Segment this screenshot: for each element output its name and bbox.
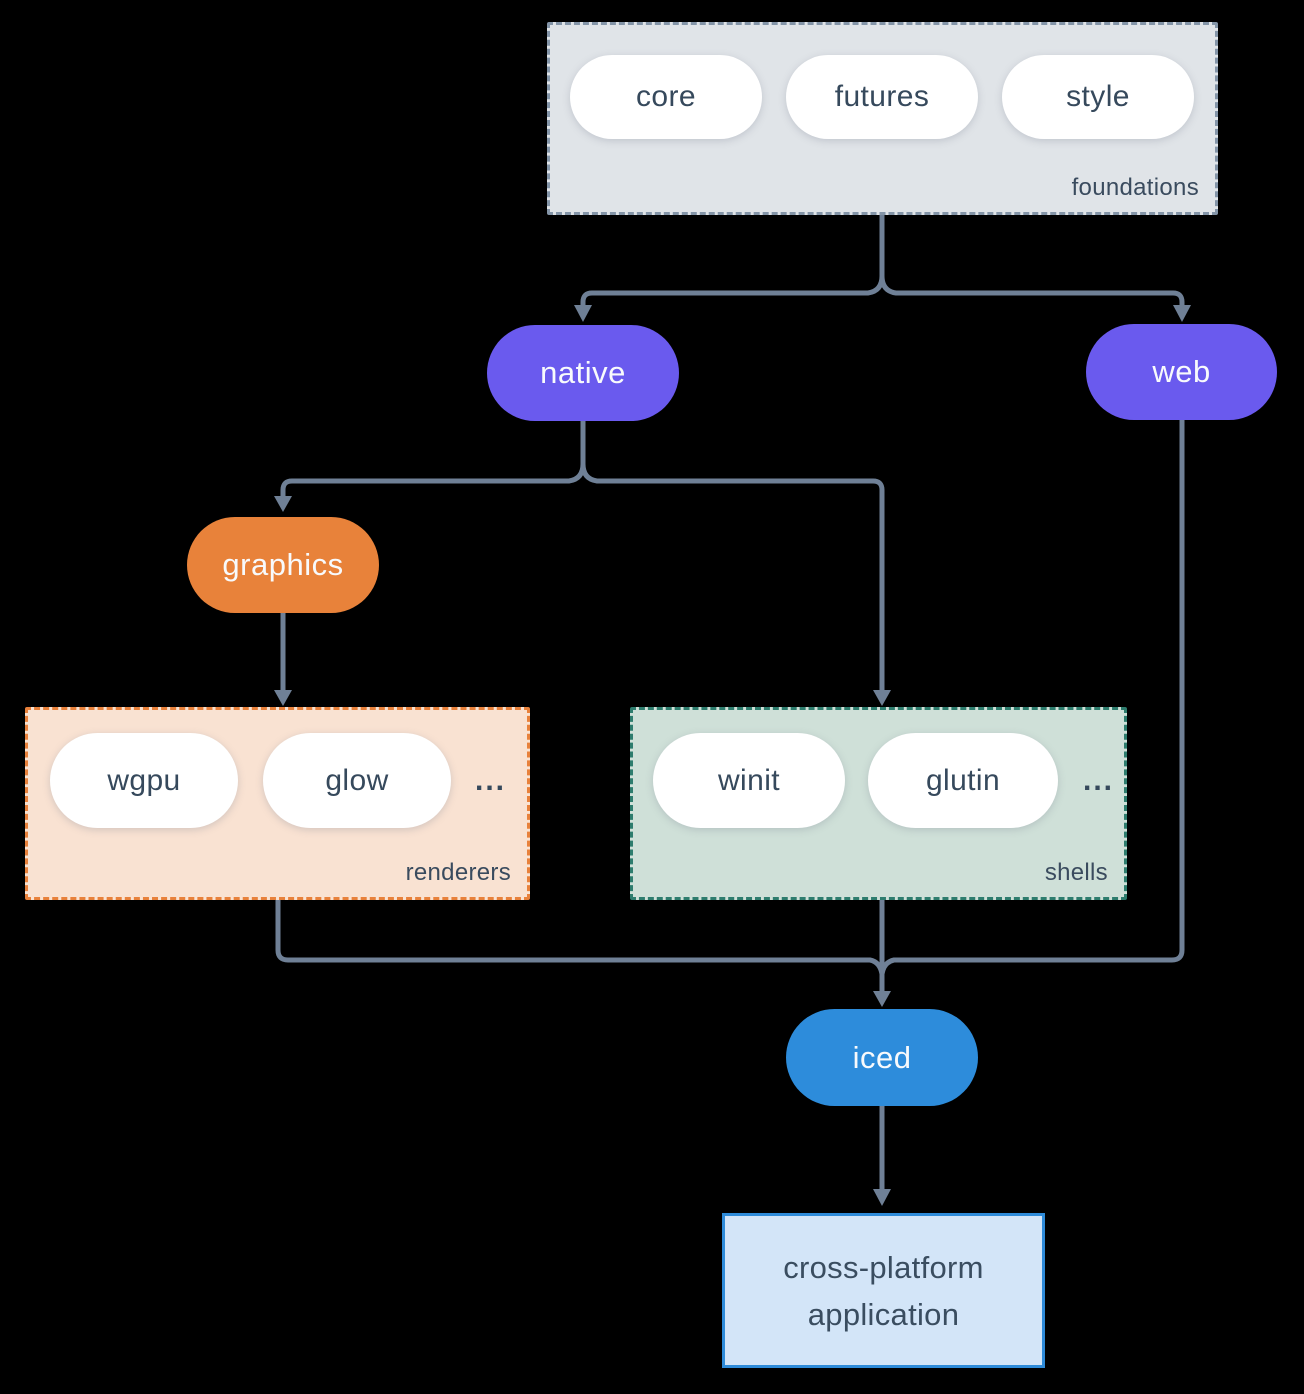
- group-foundations: core futures style foundations: [547, 22, 1218, 215]
- group-foundations-label: foundations: [1071, 174, 1199, 201]
- pill-core: core: [570, 55, 762, 139]
- group-shells-label: shells: [1044, 859, 1108, 886]
- ellipsis-shells: ...: [1083, 763, 1115, 797]
- edge-native-graphics: [280, 421, 586, 496]
- pill-winit: winit: [653, 733, 845, 828]
- pill-glow: glow: [263, 733, 451, 828]
- pill-glutin: glutin: [868, 733, 1058, 828]
- pill-futures: futures: [786, 55, 978, 139]
- edge-foundations-native: [580, 215, 885, 305]
- pill-wgpu: wgpu: [50, 733, 238, 828]
- pill-style: style: [1002, 55, 1194, 139]
- app-box: cross-platform application: [722, 1213, 1045, 1368]
- arrowhead-graphics: [274, 496, 292, 512]
- node-native: native: [487, 325, 679, 421]
- arrowhead-app: [873, 1189, 891, 1206]
- arrowhead-web: [1173, 305, 1191, 322]
- node-graphics: graphics: [187, 517, 379, 613]
- arrowhead-renderers: [274, 690, 292, 706]
- arrowhead-shells: [873, 690, 891, 706]
- group-shells: winit glutin ... shells: [630, 707, 1127, 900]
- edge-foundations-web: [879, 275, 1185, 305]
- ellipsis-renderers: ...: [475, 763, 507, 797]
- node-iced: iced: [786, 1009, 978, 1106]
- group-renderers: wgpu glow ... renderers: [25, 707, 530, 900]
- arrowhead-iced: [873, 991, 891, 1007]
- edge-native-shells: [580, 463, 885, 690]
- node-web: web: [1086, 324, 1277, 420]
- edge-renderers-iced: [275, 900, 885, 975]
- arrowhead-native: [574, 305, 592, 322]
- group-renderers-label: renderers: [405, 859, 511, 886]
